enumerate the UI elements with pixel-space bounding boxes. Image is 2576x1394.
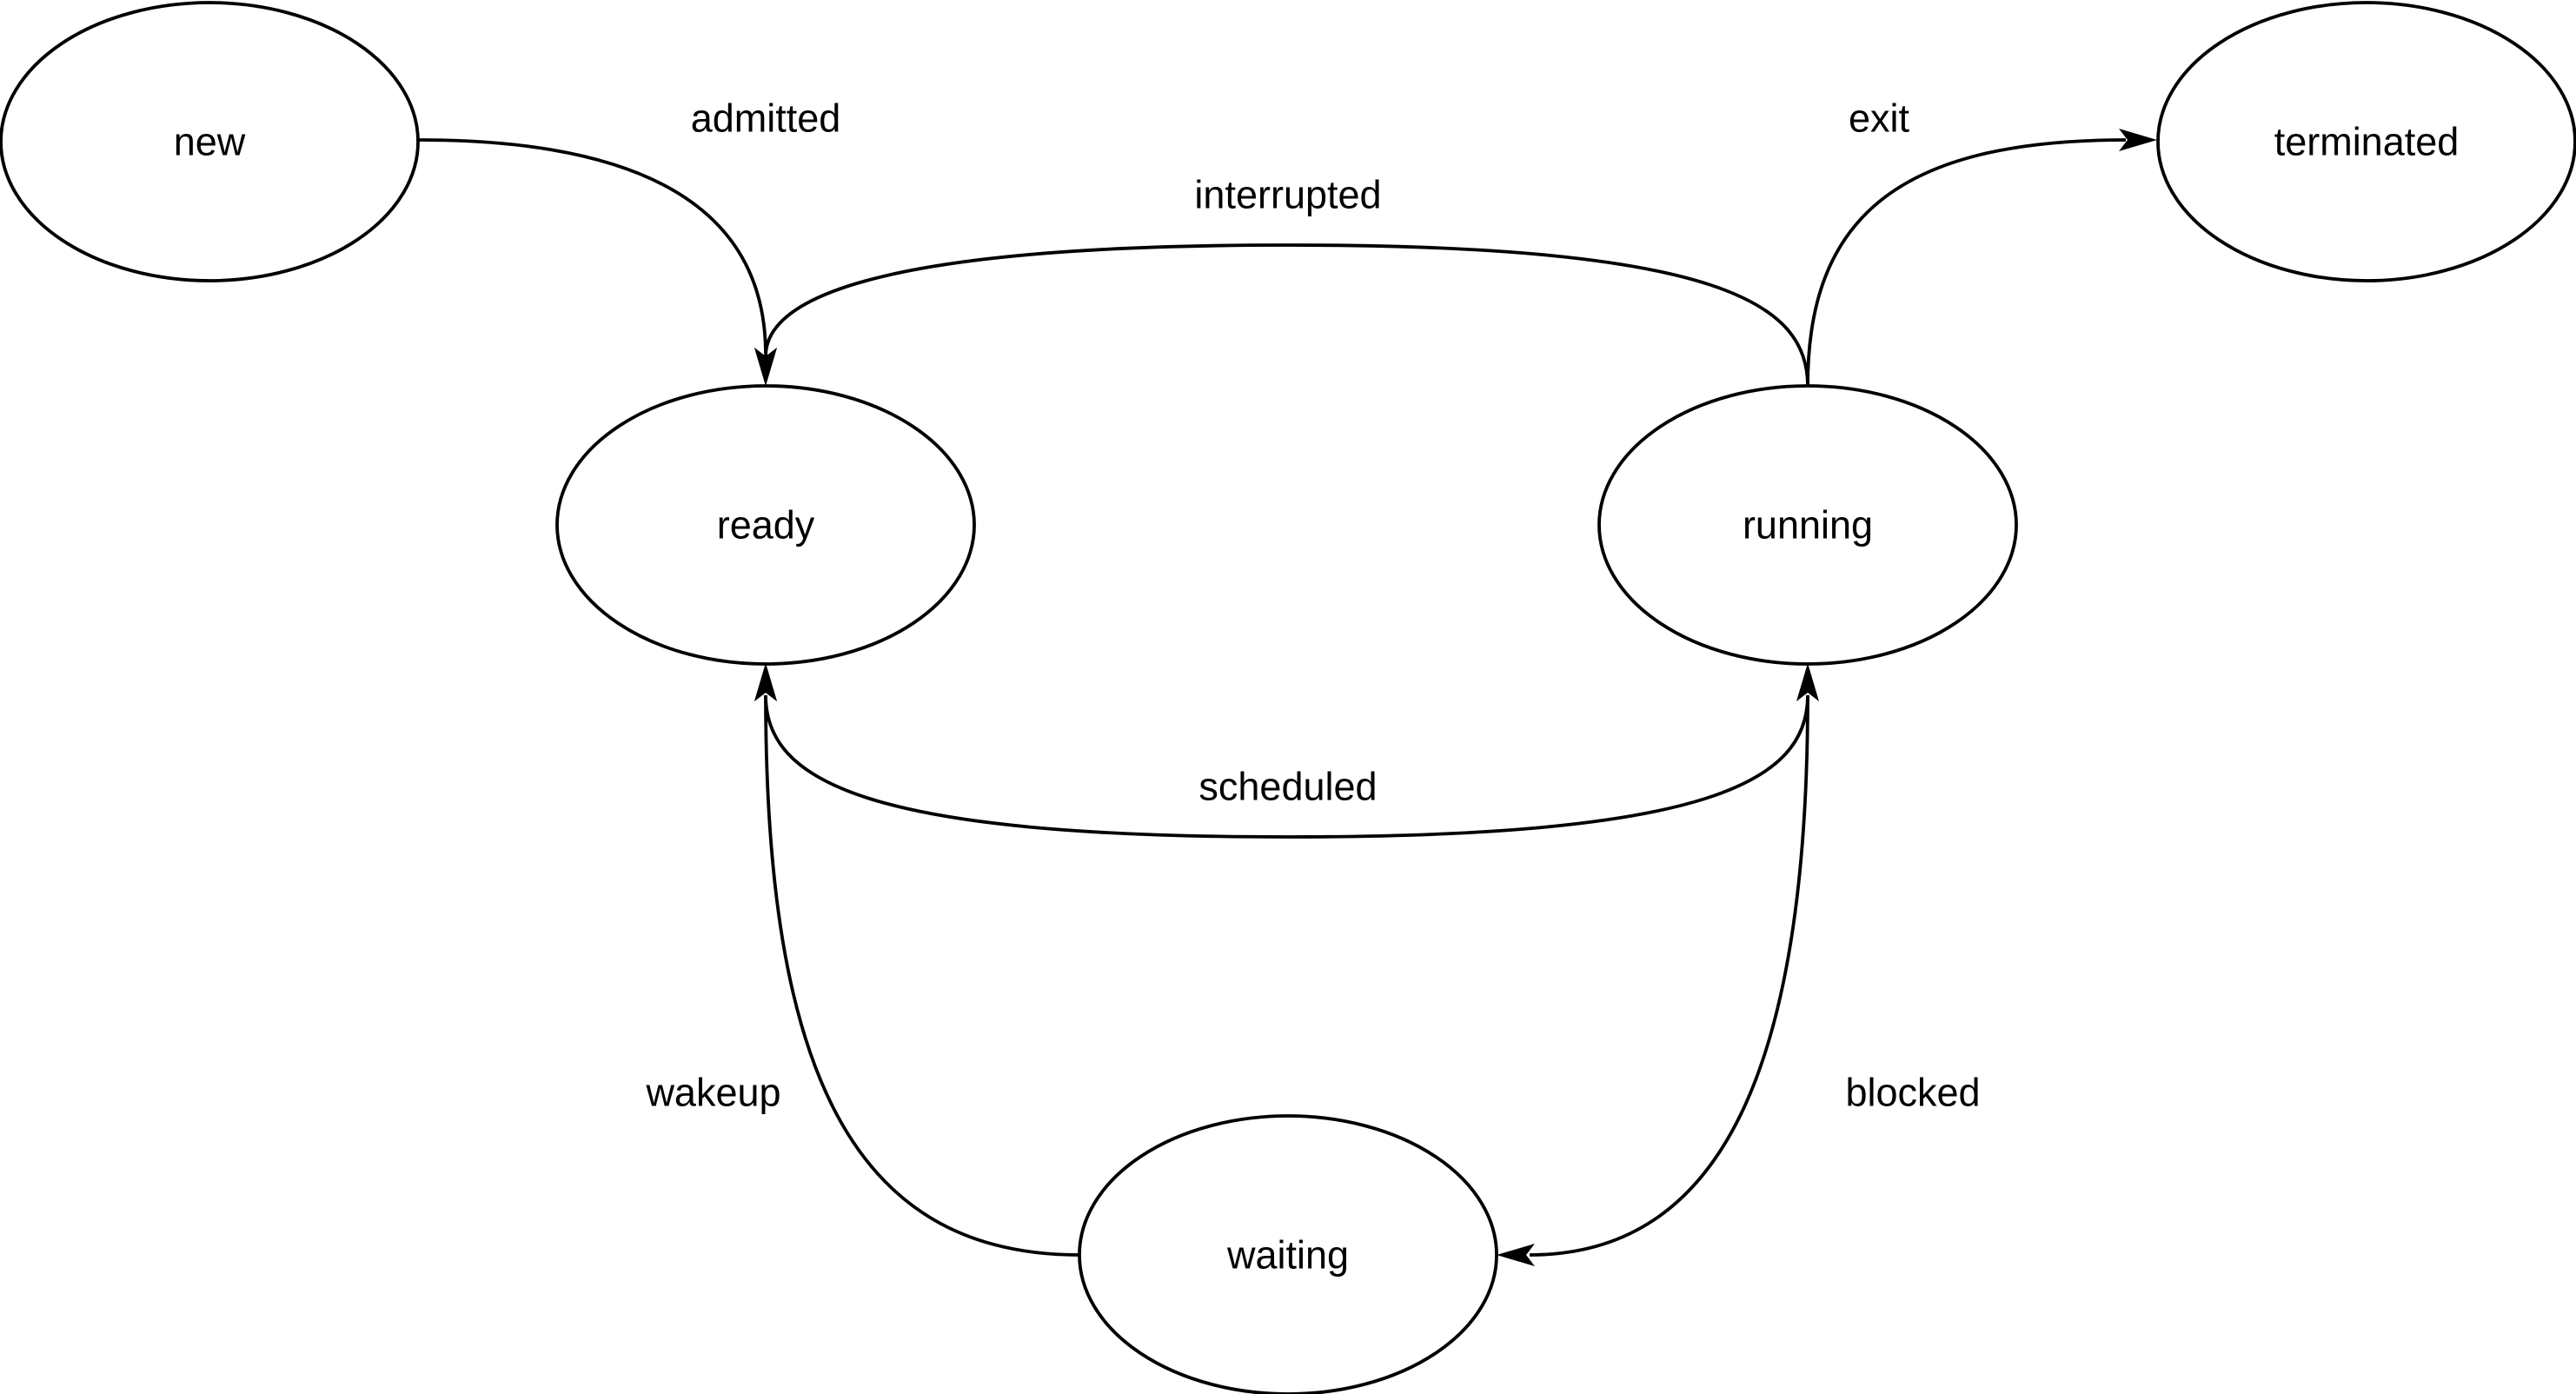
edges	[418, 129, 2157, 1266]
edge-label-wakeup: wakeup	[645, 1071, 780, 1115]
edge-interrupted	[754, 243, 1809, 387]
state-terminated-label: terminated	[2274, 120, 2460, 164]
edge-blocked	[1497, 694, 1809, 1266]
state-running-label: running	[1743, 503, 1873, 548]
edge-wakeup	[754, 663, 1080, 1257]
edge-label-blocked: blocked	[1845, 1071, 1980, 1115]
state-waiting-shape	[1078, 1114, 1498, 1394]
edge-label-admitted: admitted	[691, 96, 841, 141]
state-ready-shape	[555, 384, 976, 666]
state-ready[interactable]: ready	[555, 384, 976, 666]
arrowhead-icon	[2119, 129, 2157, 151]
arrowhead-icon	[754, 663, 777, 701]
state-waiting[interactable]: waiting	[1078, 1114, 1498, 1394]
edge-labels: admitted interrupted exit scheduled wake…	[645, 96, 1980, 1115]
edge-exit	[1806, 129, 2157, 387]
state-terminated-shape	[2156, 1, 2576, 282]
state-waiting-label: waiting	[1226, 1233, 1349, 1278]
arrowhead-icon	[1497, 1244, 1535, 1266]
edge-admitted	[418, 138, 777, 386]
state-ready-label: ready	[717, 503, 815, 548]
edge-label-exit: exit	[1849, 96, 1910, 141]
edge-label-interrupted: interrupted	[1194, 173, 1381, 217]
state-running-shape	[1597, 384, 2018, 666]
arrowhead-icon	[754, 348, 777, 386]
state-new-label: new	[174, 120, 246, 164]
state-terminated[interactable]: terminated	[2156, 1, 2576, 282]
state-running[interactable]: running	[1597, 384, 2018, 666]
edge-label-scheduled: scheduled	[1198, 765, 1377, 809]
edge-scheduled	[754, 663, 1819, 839]
state-new[interactable]: new	[0, 1, 420, 282]
state-new-shape	[0, 1, 420, 282]
arrowhead-icon	[1796, 663, 1819, 701]
